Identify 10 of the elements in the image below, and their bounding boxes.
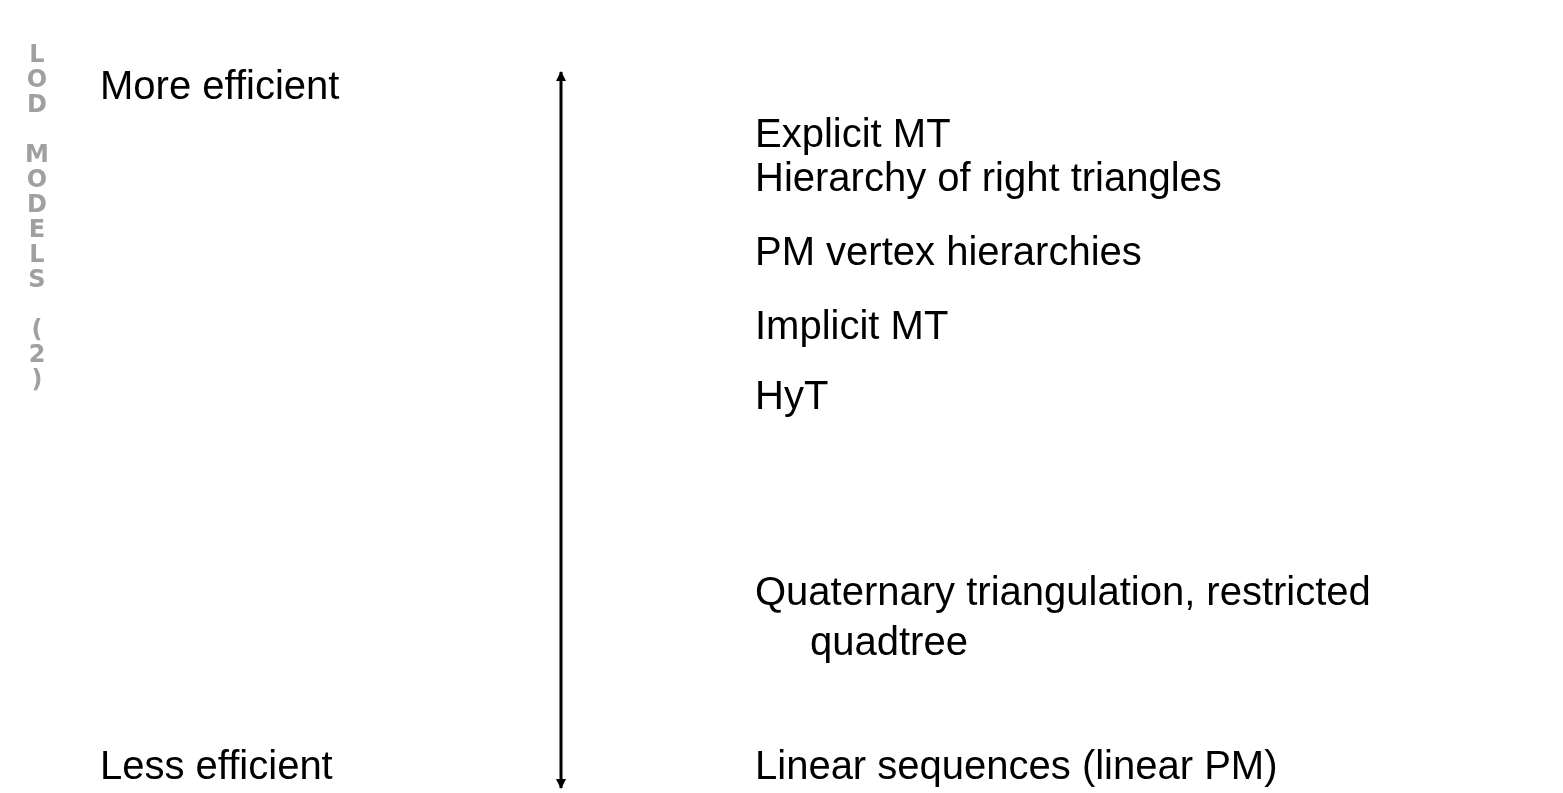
axis-label: More efficient <box>100 62 340 109</box>
axis-label: Less efficient <box>100 742 333 789</box>
list-item: Explicit MT <box>755 110 951 157</box>
list-item: HyT <box>755 372 829 419</box>
list-item: Implicit MT <box>755 302 949 349</box>
list-item: Hierarchy of right triangles <box>755 155 1222 201</box>
list-item: Quaternary triangulation, restricted quadtree <box>755 568 1372 665</box>
list-item: PM vertex hierarchies <box>755 228 1142 275</box>
slide-title: LOD MODELS (2) <box>22 40 52 390</box>
list-item: Linear sequences (linear PM) <box>755 742 1278 789</box>
